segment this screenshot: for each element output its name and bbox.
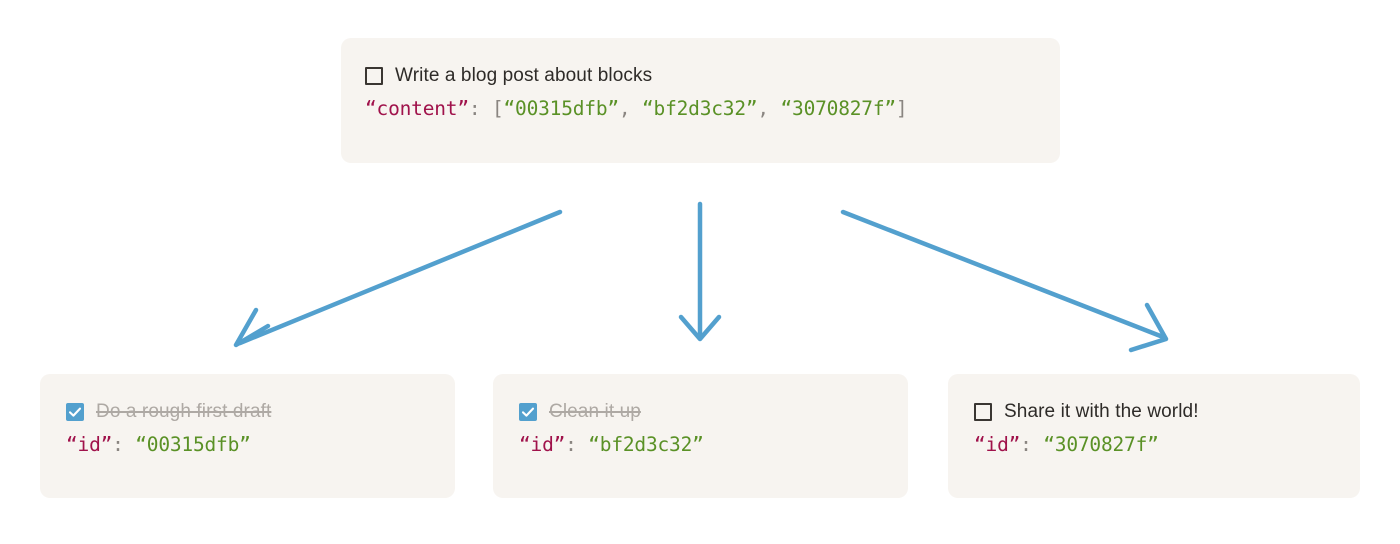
checkbox-checked-icon[interactable] — [519, 403, 537, 421]
code-colon: : — [112, 433, 136, 456]
arrow-to-child-3 — [840, 209, 1169, 353]
child-todo-label-3: Share it with the world! — [1004, 401, 1199, 422]
child-todo-label-2: Clean it up — [549, 401, 641, 422]
child-todo-card-1[interactable]: Do a rough first draft “id”: “00315dfb” — [40, 374, 455, 498]
checkbox-unchecked-icon[interactable] — [974, 403, 992, 421]
child-todo-row-1[interactable]: Do a rough first draft — [66, 400, 455, 424]
child-code-line-3: “id”: “3070827f” — [974, 433, 1360, 456]
child-code-line-1: “id”: “00315dfb” — [66, 433, 455, 456]
code-value-3: “3070827f” — [780, 97, 897, 120]
code-colon: : — [565, 433, 589, 456]
code-value-2: “bf2d3c32” — [642, 97, 758, 120]
code-value: “00315dfb” — [135, 433, 251, 456]
child-todo-card-3[interactable]: Share it with the world! “id”: “3070827f… — [948, 374, 1360, 498]
code-key: “id” — [519, 433, 566, 456]
code-key: “id” — [974, 433, 1021, 456]
child-todo-label-1: Do a rough first draft — [96, 401, 272, 422]
code-key: “id” — [66, 433, 113, 456]
code-colon: : — [1020, 433, 1044, 456]
checkbox-unchecked-icon[interactable] — [365, 67, 383, 85]
child-todo-row-3[interactable]: Share it with the world! — [974, 400, 1360, 424]
child-code-line-2: “id”: “bf2d3c32” — [519, 433, 908, 456]
parent-todo-card[interactable]: Write a blog post about blocks “content”… — [341, 38, 1060, 163]
code-close-bracket: ] — [895, 97, 908, 120]
code-value-1: “00315dfb” — [503, 97, 620, 120]
parent-todo-label: Write a blog post about blocks — [395, 65, 653, 86]
child-todo-card-2[interactable]: Clean it up “id”: “bf2d3c32” — [493, 374, 908, 498]
code-colon: : — [468, 97, 492, 120]
parent-code-line: “content”: [“00315dfb”, “bf2d3c32”, “307… — [365, 97, 1036, 120]
code-open-bracket: [ — [491, 97, 504, 120]
code-value: “3070827f” — [1043, 433, 1159, 456]
child-todo-row-2[interactable]: Clean it up — [519, 400, 908, 424]
parent-todo-row[interactable]: Write a blog post about blocks — [365, 64, 1036, 88]
code-value: “bf2d3c32” — [588, 433, 704, 456]
arrow-to-child-1 — [233, 209, 563, 348]
checkbox-checked-icon[interactable] — [66, 403, 84, 421]
code-separator-1: , — [618, 97, 643, 120]
code-key: “content” — [365, 97, 469, 120]
arrow-to-child-2 — [678, 201, 722, 342]
code-separator-2: , — [757, 97, 781, 120]
